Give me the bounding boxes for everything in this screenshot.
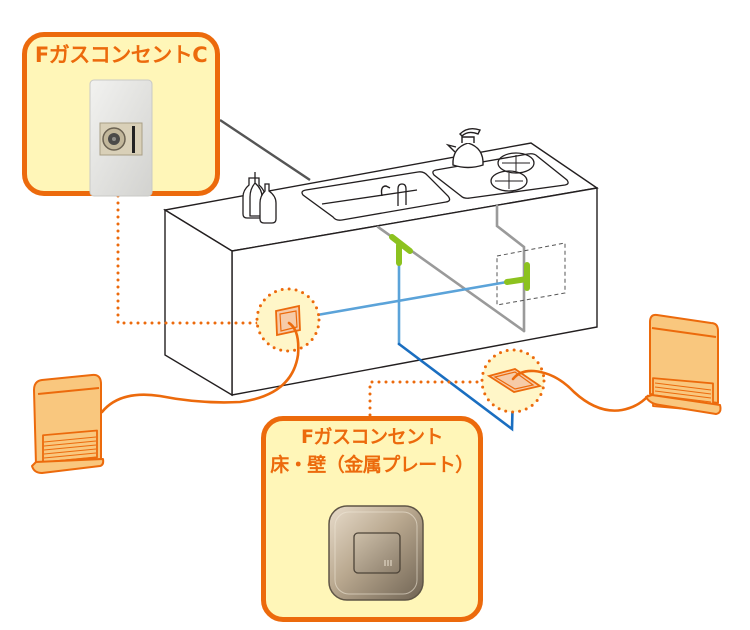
- gas-outlet-metal-plate-product-image: [328, 505, 424, 601]
- callout-c-title: FガスコンセントC: [34, 43, 208, 67]
- hidden-install-area: [496, 242, 566, 306]
- counter-back-edge: [219, 119, 311, 181]
- callout-gas-outlet-floor-wall: Fガスコンセント 床・壁（金属プレート）: [261, 416, 483, 622]
- callout-gas-outlet-c: FガスコンセントC: [22, 32, 220, 197]
- wall-outlet-marker[interactable]: [255, 287, 321, 353]
- kettle-icon: [445, 127, 484, 169]
- pipe-connectors: [389, 234, 530, 291]
- bottles-icon: [242, 172, 277, 224]
- sink-icon: [301, 171, 451, 221]
- counter-side: [164, 208, 233, 397]
- left-hose: [100, 321, 300, 414]
- callout-floor-title-line2: 床・壁（金属プレート）: [270, 454, 474, 477]
- right-hose: [511, 369, 650, 412]
- pipe-wall-outlet: [298, 280, 509, 320]
- burner-icon: [490, 170, 528, 192]
- burner-icon: [497, 152, 535, 174]
- floor-outlet-marker[interactable]: [480, 348, 546, 414]
- leader-lines: [116, 194, 487, 417]
- tee-connector-icon: [504, 276, 530, 285]
- left-fan-heater-icon: [31, 373, 105, 474]
- callout-floor-title-line1: Fガスコンセント: [301, 426, 443, 448]
- heater-hoses: [100, 321, 650, 414]
- gas-outlet-c-product-image: [89, 79, 153, 197]
- right-fan-heater-icon: [645, 313, 722, 415]
